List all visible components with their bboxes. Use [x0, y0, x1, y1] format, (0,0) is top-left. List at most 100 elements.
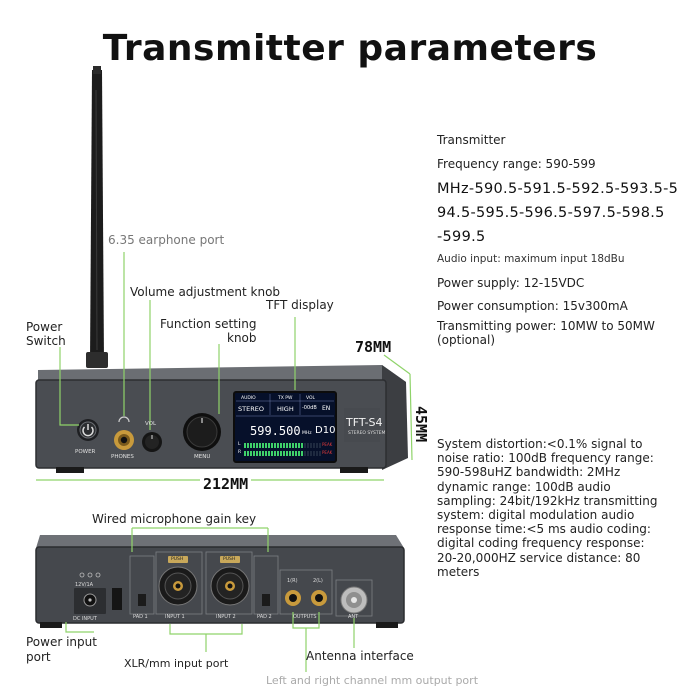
lcd-meter-segment [268, 451, 270, 456]
input2-label: INPUT 2 [216, 614, 236, 620]
lcd-meter-segment [307, 451, 309, 456]
output-l-label: 2(L) [313, 578, 323, 584]
lcd-header-audio: AUDIO [241, 396, 256, 401]
lcd-meter-segment [280, 443, 282, 448]
lcd-meter-segment [298, 451, 300, 456]
lcd-meter-segment [244, 443, 246, 448]
lcd-meter-segment [256, 451, 258, 456]
pad2-switch-icon [262, 594, 270, 606]
power-label: POWER [75, 449, 96, 455]
lcd-meter-segment [304, 443, 306, 448]
front-unit-side [382, 365, 408, 470]
lcd-frequency: 599.500 [250, 424, 301, 438]
lcd-peak-l: PEAK [322, 442, 333, 447]
spec-frequency-range: Frequency range: 590-599 [437, 157, 596, 171]
lcd-channel-l: L [238, 442, 241, 447]
lcd-meter-segment [313, 443, 315, 448]
label-volume-knob: Volume adjustment knob [130, 285, 281, 299]
phones-jack-icon [114, 416, 134, 450]
lcd-meter-segment [316, 443, 318, 448]
spec-transmitting-power: Transmitting power: 10MW to 50MW [437, 319, 655, 333]
spec-power-supply: Power supply: 12-15VDC [437, 276, 585, 290]
antenna [86, 66, 108, 368]
input1-label: INPUT 1 [165, 614, 185, 620]
lcd-lang: EN [322, 405, 331, 412]
lcd-meter-segment [295, 451, 297, 456]
volume-knob-icon [142, 432, 162, 452]
lcd-id: D10 [315, 425, 336, 436]
phones-label: PHONES [111, 454, 134, 460]
lcd-meter-segment [313, 451, 315, 456]
lcd-meter-segment [250, 443, 252, 448]
lcd-meter-segment [310, 443, 312, 448]
label-power-input: Power input [26, 635, 97, 649]
lcd-meter-segment [289, 443, 291, 448]
lcd-meter-segment [319, 443, 321, 448]
lcd-meter-segment [265, 443, 267, 448]
dimension-height: 45MM [412, 406, 430, 443]
lcd-meter-segment [277, 443, 279, 448]
lcd-meter-segment [292, 451, 294, 456]
spec-frequency-line-2: 94.5-595.5-596.5-597.5-598.5 [437, 205, 665, 221]
spec-details: System distortion:<0.1% signal to noise … [437, 437, 658, 579]
lcd-meter-segment [283, 451, 285, 456]
model-subtitle: STEREO SYSTEM [348, 431, 386, 436]
push1-label: PUSH [171, 557, 184, 562]
push2-label: PUSH [223, 557, 236, 562]
output-jacks-icon [285, 590, 327, 606]
lcd-header-vol: VOL [306, 396, 316, 401]
lcd-meter-segment [265, 451, 267, 456]
label-function-knob-2: knob [227, 331, 257, 345]
dc-input-label: DC INPUT [73, 616, 97, 622]
lcd-txpw-value: HIGH [277, 405, 294, 413]
lcd-meter-segment [244, 451, 246, 456]
lcd-meter-segment [259, 451, 261, 456]
lcd-meter-segment [259, 443, 261, 448]
model-name: TFT-S4 [346, 416, 383, 429]
lcd-meter-segment [310, 451, 312, 456]
power-button-icon [77, 419, 99, 441]
rear-unit-top [36, 535, 404, 548]
lcd-meter-segment [319, 451, 321, 456]
lcd-meter-segment [253, 443, 255, 448]
lcd-vol-value: -00dB [302, 405, 317, 411]
lcd-meter-segment [253, 451, 255, 456]
model-plate [344, 408, 380, 442]
dimension-depth: 78MM [355, 338, 392, 356]
lcd-peak-r: PEAK [322, 450, 333, 455]
input1-xlr-icon [155, 551, 203, 615]
lcd-meter-segment [301, 443, 303, 448]
lcd-meter-segment [286, 443, 288, 448]
output-r-label: 1(R) [287, 578, 298, 584]
lcd-meter-segment [268, 443, 270, 448]
lcd-meter-segment [271, 451, 273, 456]
input2-xlr-icon [205, 551, 253, 615]
lcd-meter-segment [256, 443, 258, 448]
label-power-switch-2: Switch [26, 334, 66, 348]
lcd-meter-segment [247, 451, 249, 456]
label-antenna-interface: Antenna interface [306, 649, 414, 663]
spec-frequency-line-1: MHz-590.5-591.5-592.5-593.5-5 [437, 181, 679, 197]
lcd-meter-segment [292, 443, 294, 448]
lcd-meter-segment [274, 443, 276, 448]
lcd-unit: MHz [302, 431, 312, 436]
ant-label: ANT [348, 614, 359, 620]
spec-transmitting-power-note: (optional) [437, 333, 495, 347]
lcd-meter-segment [247, 443, 249, 448]
lcd-channel-r: R [238, 450, 242, 455]
page-title: Transmitter parameters [102, 28, 598, 69]
lcd-level-meters [244, 443, 321, 456]
dc-input-icon [74, 572, 106, 614]
lcd-meter-segment [316, 451, 318, 456]
lcd-meter-segment [280, 451, 282, 456]
lcd-meter-segment [262, 443, 264, 448]
label-function-knob: Function setting [160, 317, 257, 331]
lcd-meter-segment [295, 443, 297, 448]
antenna-bnc-icon [340, 586, 368, 614]
lcd-meter-segment [250, 451, 252, 456]
lcd-meter-segment [307, 443, 309, 448]
lcd-meter-segment [289, 451, 291, 456]
pad2-label: PAD 2 [257, 614, 272, 620]
spec-audio-input: Audio input: maximum input 18dBu [437, 253, 625, 265]
vol-label: VOL [145, 421, 157, 427]
